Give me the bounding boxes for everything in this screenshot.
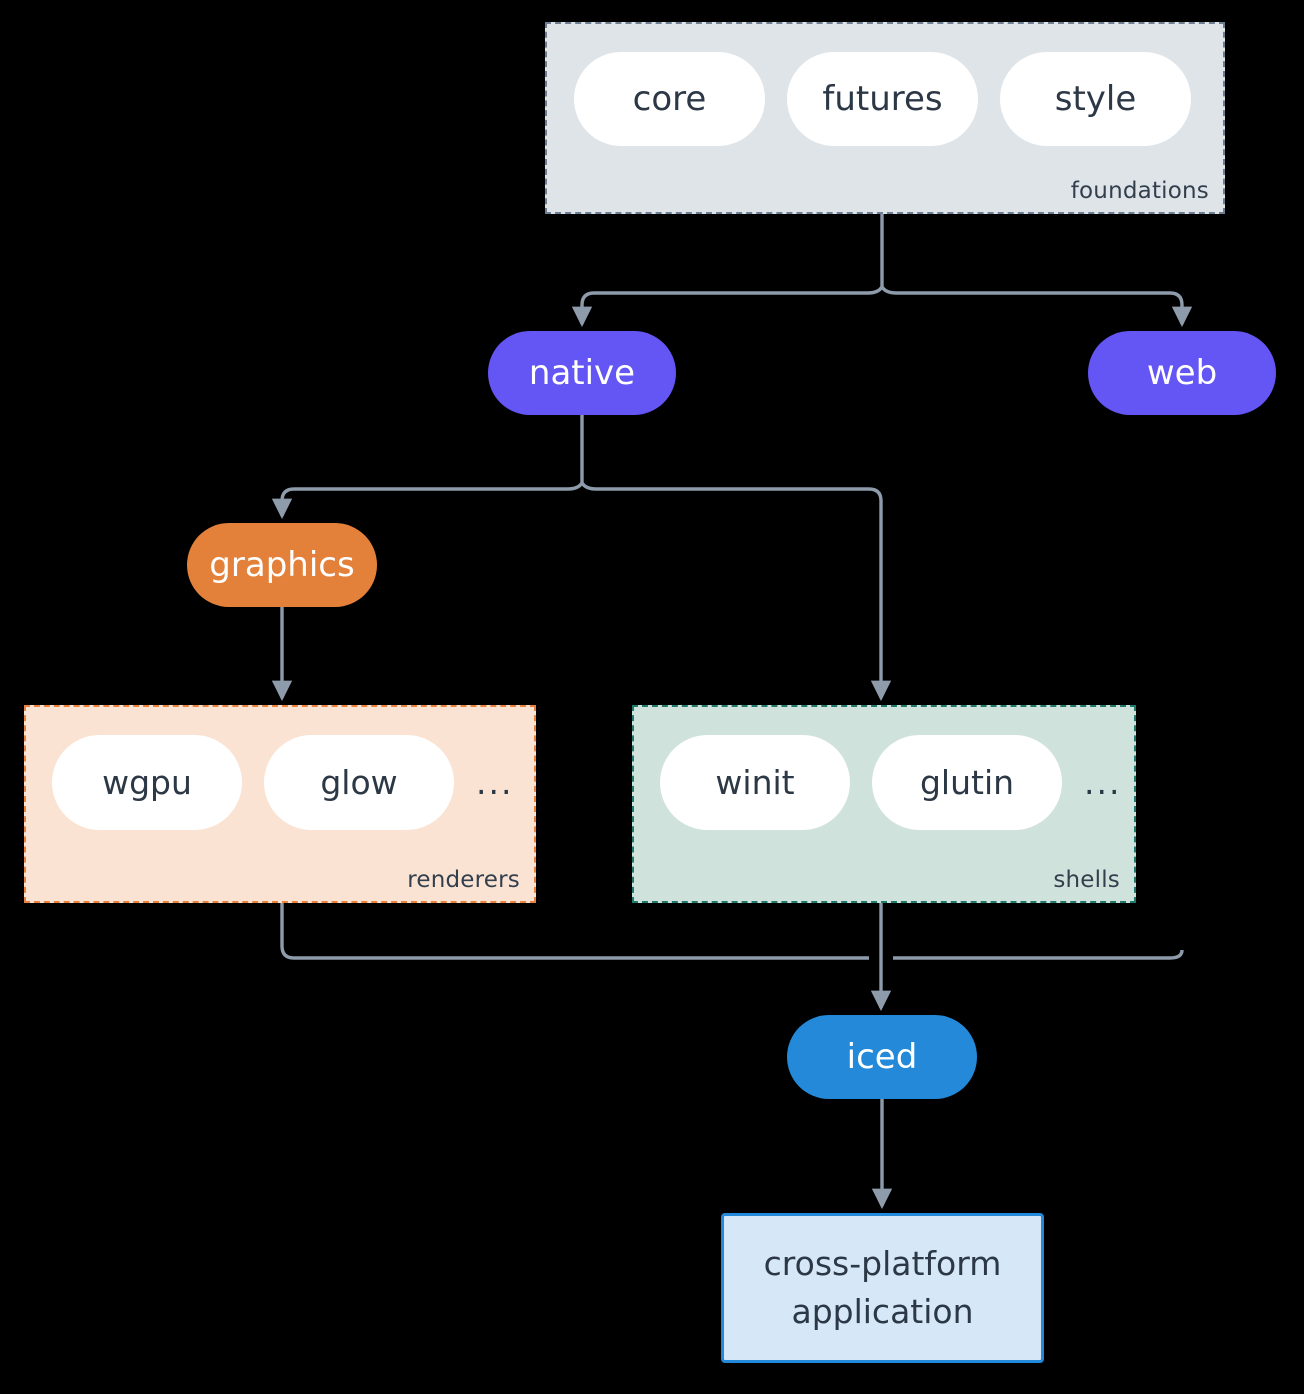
edge-web-to-iced bbox=[893, 949, 1184, 960]
renderers-overflow-ellipsis: ... bbox=[476, 762, 514, 802]
node-winit[interactable]: winit bbox=[660, 735, 850, 830]
shells-items: winit glutin ... bbox=[660, 735, 1121, 830]
edge-native-to-shells bbox=[580, 481, 892, 702]
node-glow[interactable]: glow bbox=[264, 735, 454, 830]
application-label-line2: application bbox=[791, 1292, 974, 1331]
foundations-items: core futures style bbox=[574, 52, 1191, 146]
cluster-label-shells: shells bbox=[1053, 867, 1120, 893]
application-label-line1: cross-platform bbox=[763, 1244, 1002, 1284]
cluster-shells: winit glutin ... shells bbox=[632, 705, 1136, 903]
cluster-label-renderers: renderers bbox=[407, 867, 520, 893]
edge-renderers-to-iced bbox=[280, 903, 869, 960]
edge-native-to-graphics bbox=[271, 481, 584, 520]
cluster-renderers: wgpu glow ... renderers bbox=[24, 705, 536, 903]
node-native[interactable]: native bbox=[488, 331, 676, 415]
renderers-items: wgpu glow ... bbox=[52, 735, 513, 830]
edge-foundations-to-native bbox=[571, 285, 884, 328]
node-futures[interactable]: futures bbox=[787, 52, 978, 146]
cluster-foundations: core futures style foundations bbox=[545, 22, 1225, 214]
node-style[interactable]: style bbox=[1000, 52, 1191, 146]
node-graphics[interactable]: graphics bbox=[187, 523, 377, 607]
node-cross-platform-application[interactable]: cross-platform application bbox=[721, 1213, 1044, 1363]
node-iced[interactable]: iced bbox=[787, 1015, 977, 1099]
edge-foundations-to-web bbox=[880, 285, 1193, 328]
node-web[interactable]: web bbox=[1088, 331, 1276, 415]
shells-overflow-ellipsis: ... bbox=[1084, 762, 1122, 802]
node-wgpu[interactable]: wgpu bbox=[52, 735, 242, 830]
node-glutin[interactable]: glutin bbox=[872, 735, 1062, 830]
cluster-label-foundations: foundations bbox=[1070, 178, 1209, 204]
node-core[interactable]: core bbox=[574, 52, 765, 146]
